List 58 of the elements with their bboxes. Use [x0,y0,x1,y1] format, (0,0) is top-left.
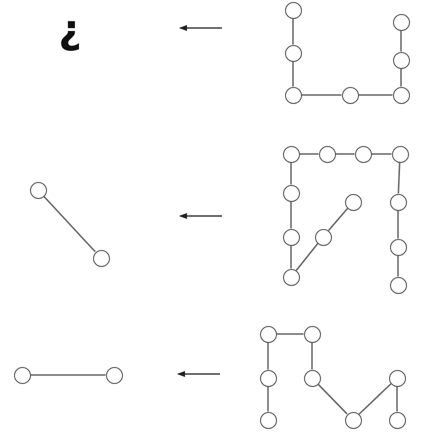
circle-node [304,370,320,386]
connector-line [267,386,269,412]
connector-line [300,153,318,155]
circle-node [390,276,406,294]
circle-node [260,412,276,428]
circle-node [318,146,336,162]
connector-line [358,94,392,96]
connector-line [372,153,392,155]
circle-node [392,86,410,104]
connector-line [296,243,318,271]
connector-line [317,384,348,414]
connector-line [400,68,402,86]
circle-node [354,146,372,162]
circle-node [392,14,410,30]
circle-node [282,146,300,162]
connector-line [276,333,304,335]
circle-node [392,52,410,68]
question-mark: ¿ [55,8,85,52]
connector-line [290,162,292,184]
connector-line [302,94,342,96]
connector-line [336,153,354,155]
connector-line [290,246,292,268]
circle-node [282,228,300,246]
circle-node [390,194,406,210]
circle-node [14,366,30,384]
connector-line [311,342,313,370]
circle-node [92,250,110,266]
connector-line [292,62,294,86]
connector-line [400,30,402,52]
circle-node [314,228,332,246]
circle-node [30,182,46,198]
connector-line [397,256,399,276]
connector-line [30,374,106,376]
connector-line [358,383,392,415]
circle-node [284,2,302,18]
circle-node [344,194,362,210]
circle-node [106,366,122,384]
circle-node [388,370,406,386]
connector-line [43,196,96,252]
circle-node [284,86,302,104]
circle-node [388,412,406,428]
circle-node [260,370,276,386]
connector-line [292,18,294,44]
circle-node [282,184,300,202]
circle-node [282,268,300,286]
circle-node [344,412,362,428]
circle-node [392,146,408,162]
connector-line [328,208,348,232]
circle-node [304,326,320,342]
connector-line [290,202,292,228]
circle-node [342,86,358,104]
circle-node [390,238,406,256]
circle-node [260,326,276,342]
connector-line [397,210,399,238]
circle-node [284,44,302,62]
connector-line [398,162,400,194]
connector-line [396,386,398,412]
connector-line [267,342,269,370]
